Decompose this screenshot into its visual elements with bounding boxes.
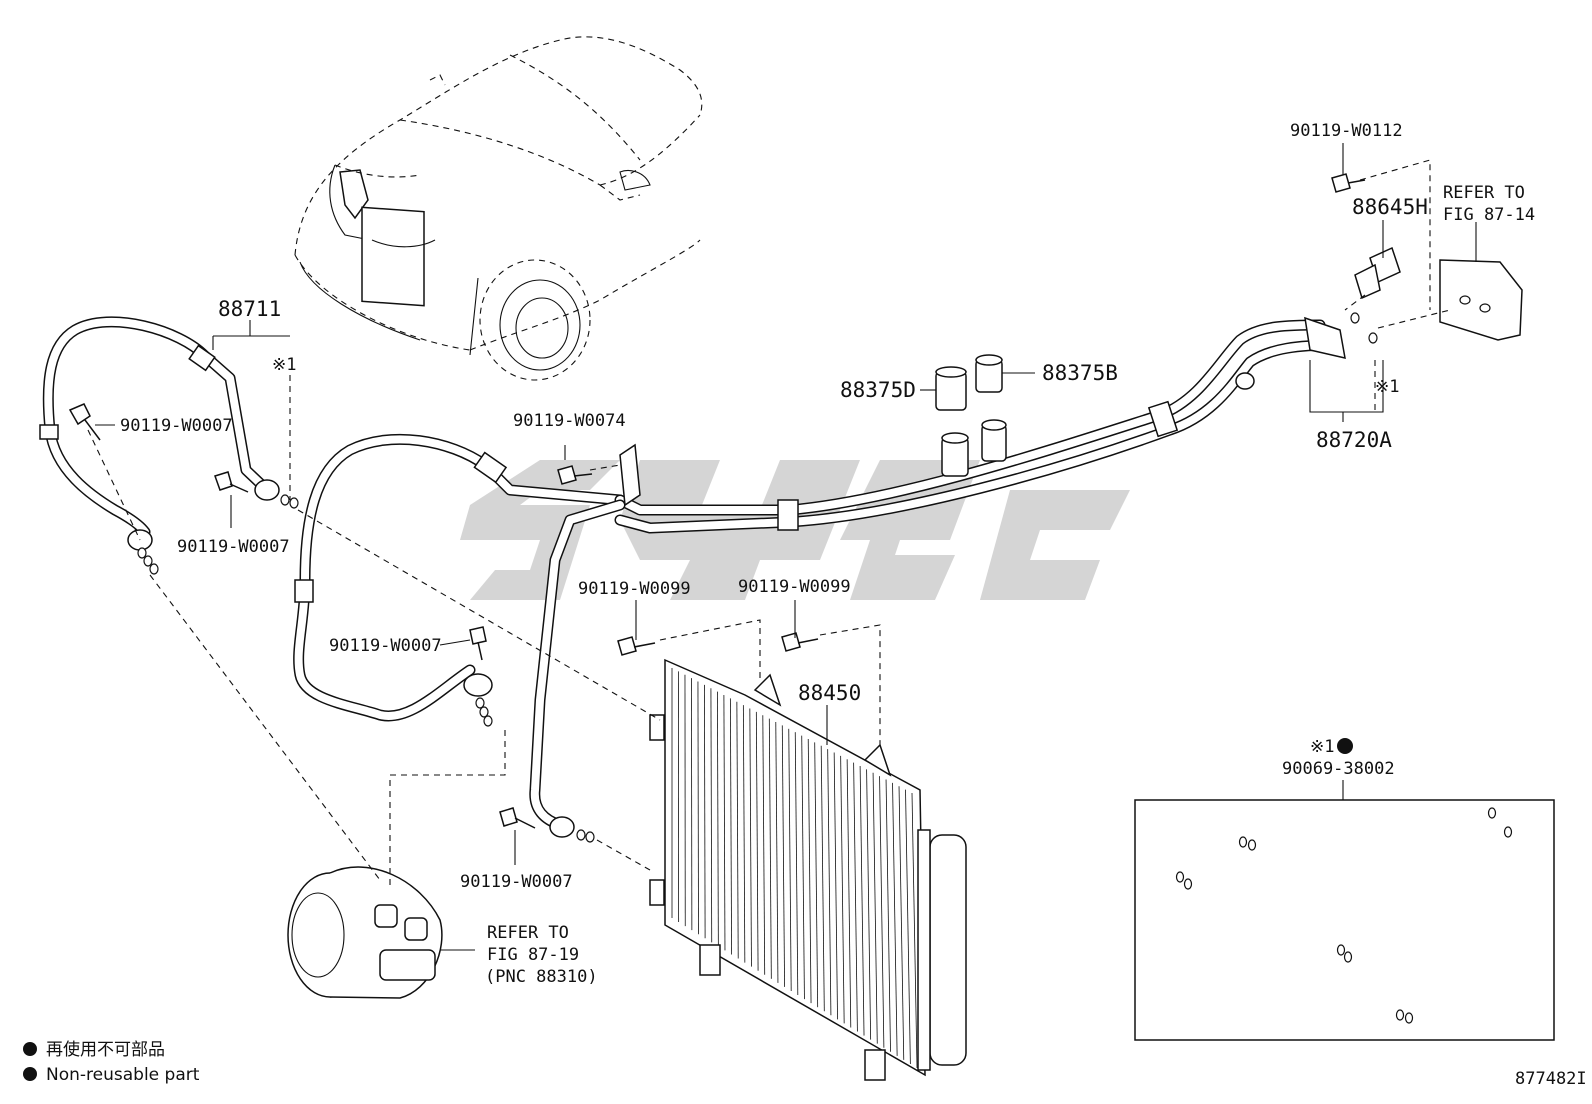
non-reusable-bullet-icon [1337, 738, 1353, 754]
seal-pad[interactable] [1440, 260, 1522, 340]
refer-fig-87-19-line2[interactable]: FIG 87-19 [487, 945, 579, 965]
label-90069-38002[interactable]: 90069-38002 [1282, 759, 1395, 779]
bolt-90119-w0007-a[interactable] [70, 404, 100, 440]
label-88375d[interactable]: 88375D [840, 378, 916, 402]
condenser-88450[interactable] [650, 660, 966, 1080]
label-88720a[interactable]: 88720A [1316, 428, 1392, 452]
legend-line-jp: 再使用不可部品 [46, 1039, 165, 1060]
bolt-90119-w0112[interactable] [1332, 174, 1365, 192]
figure-id: 877482I [1515, 1069, 1587, 1089]
legend-line-en: Non-reusable part [46, 1065, 200, 1085]
pressure-switch-88645H[interactable] [1355, 248, 1400, 298]
label-90119-w0112[interactable]: 90119-W0112 [1290, 121, 1403, 141]
refer-fig-87-14-line2[interactable]: FIG 87-14 [1443, 205, 1535, 225]
refer-fig-87-19-line3[interactable]: (PNC 88310) [485, 967, 598, 987]
condenser-fin [698, 682, 699, 935]
bolt-90119-w0007-c[interactable] [470, 627, 486, 660]
legend: 再使用不可部品 Non-reusable part [23, 1039, 200, 1085]
label-90119-w0074[interactable]: 90119-W0074 [513, 411, 626, 431]
legend-bullet-icon-1 [23, 1042, 37, 1056]
bolt-90119-w0007-d[interactable] [500, 808, 535, 828]
label-90119-w0099-a[interactable]: 90119-W0099 [578, 579, 691, 599]
compressor [288, 867, 442, 998]
label-88450[interactable]: 88450 [798, 681, 861, 705]
refer-fig-87-14-line1[interactable]: REFER TO [1443, 183, 1525, 203]
label-88711[interactable]: 88711 [218, 297, 281, 321]
label-88375b[interactable]: 88375B [1042, 361, 1118, 385]
note-mark-88711: ※1 [272, 355, 296, 375]
label-90119-w0007-d[interactable]: 90119-W0007 [460, 872, 573, 892]
refer-fig-87-19-line1[interactable]: REFER TO [487, 923, 569, 943]
label-90119-w0007-b[interactable]: 90119-W0007 [177, 537, 290, 557]
label-90119-w0099-b[interactable]: 90119-W0099 [738, 577, 851, 597]
oring-kit-box [1135, 738, 1554, 1040]
bolt-90119-w0007-b[interactable] [215, 472, 248, 492]
note-mark-88720a: ※1 [1375, 377, 1399, 397]
legend-bullet-icon-2 [23, 1067, 37, 1081]
cap-88375D[interactable] [936, 367, 966, 410]
label-90119-w0007-c[interactable]: 90119-W0007 [329, 636, 442, 656]
note-mark-kit: ※1 [1310, 737, 1334, 757]
cap-88375B[interactable] [976, 355, 1002, 392]
bolt-90119-w0099-b[interactable] [782, 633, 818, 651]
label-88645h[interactable]: 88645H [1352, 195, 1428, 219]
vehicle-outline [295, 37, 702, 380]
label-90119-w0007-a[interactable]: 90119-W0007 [120, 416, 233, 436]
